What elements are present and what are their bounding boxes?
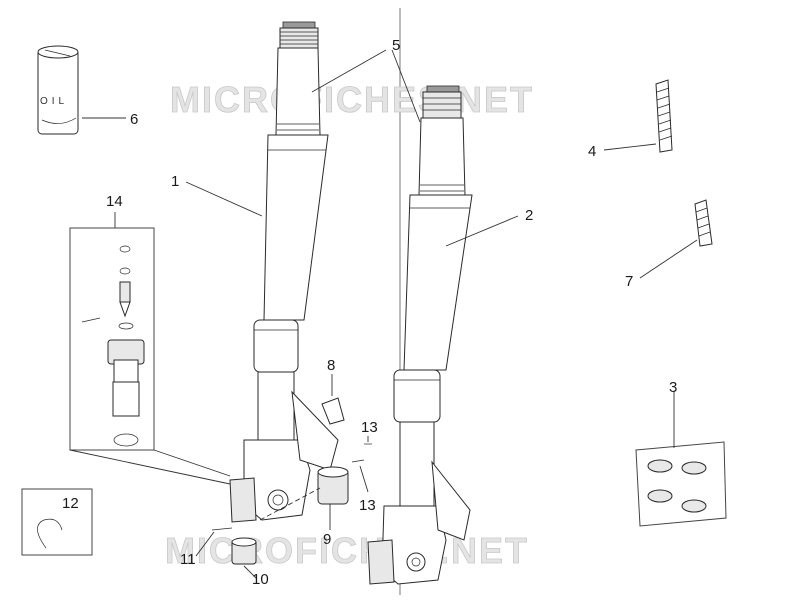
watermark-bottom: MICROFICHES.NET <box>165 530 529 571</box>
bushing-part-9 <box>317 466 349 505</box>
callout-13-lower: 13 <box>359 497 376 514</box>
callout-11: 11 <box>180 551 196 568</box>
callout-9: 9 <box>323 531 331 548</box>
seal-kit-part-3 <box>635 441 727 527</box>
spring-part-4 <box>655 79 673 153</box>
callout-7: 7 <box>625 273 633 290</box>
callout-14: 14 <box>106 193 123 210</box>
screws-part-13 <box>351 443 372 463</box>
bracket-part-8 <box>321 397 345 425</box>
cartridge-detail-part-14 <box>69 227 155 451</box>
callout-3: 3 <box>669 379 677 396</box>
leader-lines <box>69 49 698 579</box>
oil-label: OIL <box>40 96 68 107</box>
bushing-part-10 <box>231 537 257 565</box>
callout-8: 8 <box>327 357 335 374</box>
fork-leg-right-part-2 <box>367 85 473 585</box>
watermark-top: MICROFICHES.NET <box>170 79 534 120</box>
spring-part-7 <box>694 199 713 247</box>
fork-leg-left-part-1 <box>229 21 339 523</box>
callout-5: 5 <box>392 37 400 54</box>
screw-part-11 <box>211 527 233 531</box>
callout-4: 4 <box>588 143 596 160</box>
callout-1: 1 <box>171 173 179 190</box>
oil-can-part-6: OIL <box>37 45 79 135</box>
callout-labels: 5 6 1 2 4 7 14 8 3 13 13 12 9 11 10 <box>62 37 677 588</box>
callout-13-upper: 13 <box>361 419 378 436</box>
callout-6: 6 <box>130 111 138 128</box>
circlip-part-12 <box>21 488 93 556</box>
callout-2: 2 <box>525 207 533 224</box>
callout-10: 10 <box>252 571 269 588</box>
callout-12: 12 <box>62 495 79 512</box>
